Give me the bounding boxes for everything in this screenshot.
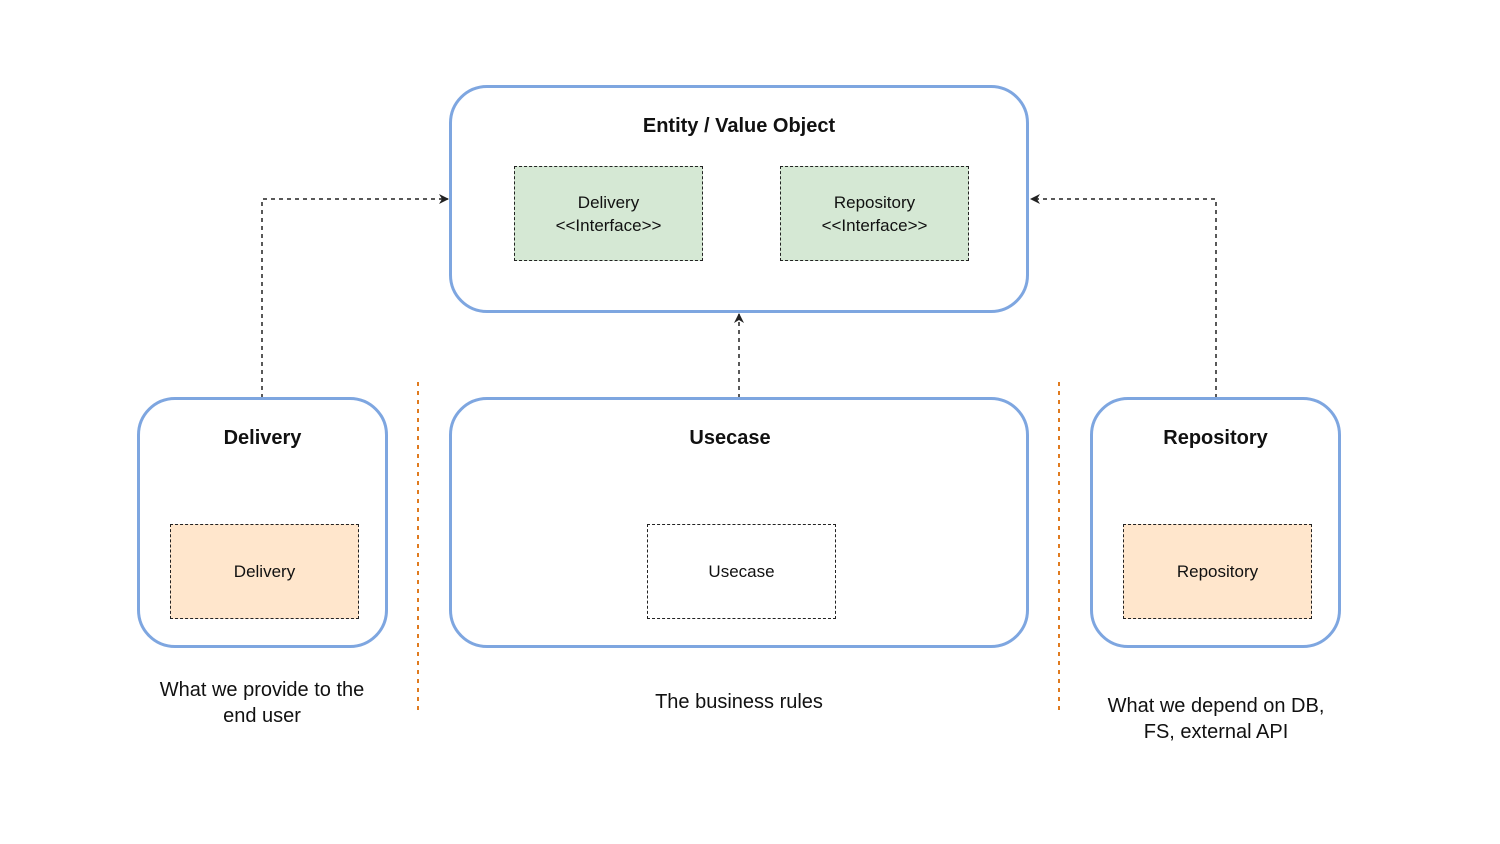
repository-implementation-box: Repository: [1123, 524, 1312, 619]
repository-group: Repository Repository: [1090, 397, 1341, 648]
delivery-implementation-label: Delivery: [233, 562, 296, 581]
usecase-implementation-box: Usecase: [647, 524, 836, 619]
entity-group: Entity / Value Object Delivery <<Interfa…: [449, 85, 1029, 313]
usecase-group: Usecase Usecase: [449, 397, 1029, 648]
repository-caption-line1: What we depend on DB,: [1107, 695, 1325, 717]
delivery-to-entity-arrow: [261, 194, 449, 398]
repository-to-entity-arrow: [1030, 194, 1217, 398]
delivery-implementation-box: Delivery: [170, 524, 359, 619]
usecase-implementation-label: Usecase: [708, 562, 775, 581]
delivery-interface-box: Delivery <<Interface>>: [514, 166, 703, 261]
delivery-caption: What we provide to the end user: [112, 677, 412, 729]
repository-caption: What we depend on DB, FS, external API: [1066, 693, 1366, 745]
repository-interface-stereotype: <<Interface>>: [821, 215, 928, 235]
repository-title: Repository: [1163, 427, 1268, 449]
delivery-group: Delivery Delivery: [137, 397, 388, 648]
delivery-interface-stereotype: <<Interface>>: [555, 215, 662, 235]
repository-interface-box: Repository <<Interface>>: [780, 166, 969, 261]
delivery-interface-name: Delivery: [577, 192, 640, 212]
repository-interface-name: Repository: [833, 192, 916, 212]
delivery-caption-line1: What we provide to the: [159, 679, 365, 701]
usecase-caption: The business rules: [655, 691, 823, 713]
delivery-title: Delivery: [223, 427, 302, 449]
repository-implementation-label: Repository: [1176, 562, 1259, 581]
usecase-title: Usecase: [689, 427, 771, 449]
entity-title: Entity / Value Object: [642, 115, 836, 137]
repository-caption-line2: FS, external API: [1143, 721, 1289, 743]
delivery-caption-line2: end user: [223, 705, 301, 727]
